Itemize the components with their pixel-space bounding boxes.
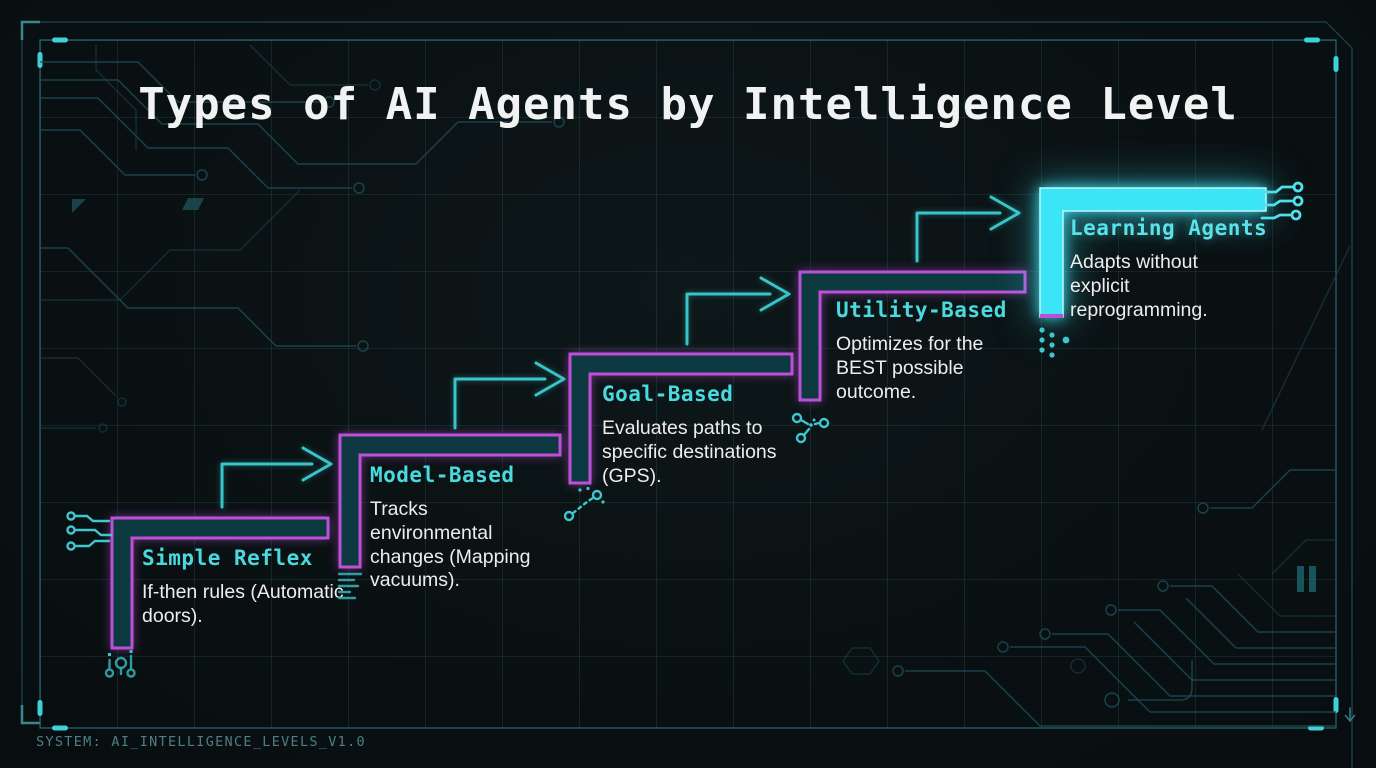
step-learning-agents: Learning Agents Adapts without explicit …: [1070, 216, 1268, 322]
page-title: Types of AI Agents by Intelligence Level: [138, 79, 1238, 130]
system-label: SYSTEM: AI_INTELLIGENCE_LEVELS_V1.0: [36, 734, 366, 750]
node-branches-icon: [791, 412, 830, 444]
step-description: If-then rules (Automatic doors).: [142, 581, 344, 627]
step-description: Evaluates paths to specific destinations…: [602, 417, 777, 487]
step-goal-based: Goal-Based Evaluates paths to specific d…: [602, 382, 798, 488]
down-arrow-icon: [1344, 707, 1356, 723]
step-title: Utility-Based: [836, 298, 1007, 322]
step-title: Goal-Based: [602, 382, 734, 406]
step-title: Learning Agents: [1070, 216, 1268, 240]
circuit-pins-left-icon: [66, 511, 113, 551]
corner-bracket-top-left: [20, 20, 40, 40]
step-description: Optimizes for the BEST possible outcome.: [836, 333, 984, 403]
step-title: Simple Reflex: [142, 546, 313, 570]
route-dots-icon: [563, 486, 605, 522]
dot-grid-icon: [1039, 327, 1070, 358]
pin-connector-icon: [104, 650, 136, 678]
step-description: Tracks environmental changes (Mapping va…: [370, 498, 531, 592]
circuit-pins-right-icon: [1260, 181, 1304, 221]
step-simple-reflex: Simple Reflex If-then rules (Automatic d…: [142, 546, 348, 629]
signal-lines-icon: [337, 572, 363, 600]
step-description: Adapts without explicit reprogramming.: [1070, 251, 1208, 321]
pause-icon: [1297, 566, 1316, 592]
step-title: Model-Based: [370, 463, 515, 487]
step-utility-based: Utility-Based Optimizes for the BEST pos…: [836, 298, 1012, 404]
corner-bracket-bottom-left: [20, 705, 40, 725]
step-model-based: Model-Based Tracks environmental changes…: [370, 463, 555, 593]
